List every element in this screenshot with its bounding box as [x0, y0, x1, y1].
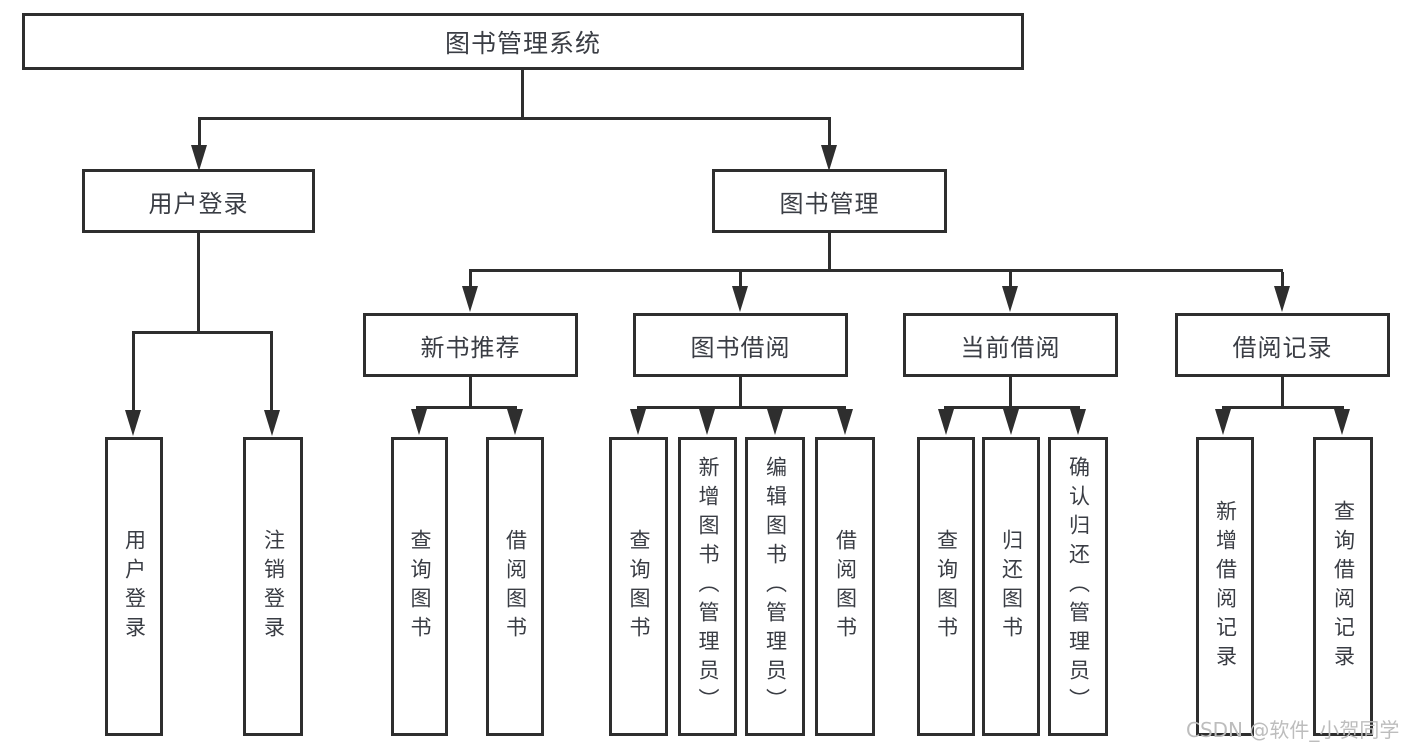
connector-line: [1281, 272, 1284, 286]
node-label: 新书推荐: [420, 333, 521, 362]
connector-line: [132, 334, 135, 411]
node-label: 查询图书: [627, 528, 651, 645]
connector-arrow-down: [1002, 286, 1018, 312]
connector-line: [198, 120, 201, 148]
leaf-cb-return-books: 归还图书: [982, 437, 1040, 736]
connector-arrow-down: [699, 409, 715, 435]
connector-line: [1009, 377, 1012, 408]
connector-arrow-down: [125, 410, 141, 436]
connector-line: [828, 233, 831, 271]
connector-arrow-down: [837, 409, 853, 435]
node-borrow-records: 借阅记录: [1175, 313, 1390, 377]
node-label: 注销登录: [261, 528, 286, 645]
leaf-logout: 注销登录: [243, 437, 303, 736]
leaf-br-add-record: 新增借阅记录: [1196, 437, 1254, 736]
connector-arrow-down: [1215, 409, 1231, 435]
connector-line: [1281, 377, 1284, 408]
leaf-nbr-borrow-books: 借阅图书: [486, 437, 544, 736]
node-new-book-recommend: 新书推荐: [363, 313, 578, 377]
connector-line: [739, 377, 742, 408]
node-label: 当前借阅: [960, 333, 1061, 362]
node-user-login: 用户登录: [82, 169, 315, 233]
connector-line: [521, 70, 524, 118]
node-root-system: 图书管理系统: [22, 13, 1024, 70]
leaf-cb-query-books: 查询图书: [917, 437, 975, 736]
connector-line: [739, 272, 742, 286]
connector-arrow-down: [938, 409, 954, 435]
connector-arrow-down: [1334, 409, 1350, 435]
connector-line: [469, 272, 472, 286]
connector-line: [416, 406, 517, 409]
connector-arrow-down: [507, 409, 523, 435]
connector-arrow-down: [462, 286, 478, 312]
leaf-user-login: 用户登录: [105, 437, 163, 736]
node-book-borrow: 图书借阅: [633, 313, 848, 377]
node-label: 查询图书: [408, 528, 432, 645]
node-label: 图书借阅: [690, 333, 791, 362]
node-book-management: 图书管理: [712, 169, 947, 233]
leaf-bb-borrow-books: 借阅图书: [815, 437, 875, 736]
leaf-bb-edit-books-admin: 编辑图书（管理员）: [745, 437, 805, 736]
connector-arrow-down: [630, 409, 646, 435]
leaf-bb-query-books: 查询图书: [609, 437, 668, 736]
connector-arrow-down: [411, 409, 427, 435]
connector-line: [132, 331, 273, 334]
connector-arrow-down: [767, 409, 783, 435]
connector-line: [469, 377, 472, 408]
connector-line: [828, 120, 831, 148]
leaf-cb-confirm-return-admin: 确认归还（管理员）: [1048, 437, 1108, 736]
connector-line: [198, 117, 831, 120]
connector-arrow-down: [264, 410, 280, 436]
connector-arrow-down: [1070, 409, 1086, 435]
connector-line: [1222, 406, 1344, 409]
node-current-borrow: 当前借阅: [903, 313, 1118, 377]
connector-arrow-down: [821, 145, 837, 171]
node-label: 用户登录: [148, 189, 249, 218]
node-label: 确认归还（管理员）: [1066, 456, 1091, 717]
connector-line: [1009, 272, 1012, 286]
leaf-bb-add-books-admin: 新增图书（管理员）: [678, 437, 737, 736]
node-label: 图书管理: [779, 189, 880, 218]
connector-arrow-down: [1274, 286, 1290, 312]
node-label: 查询图书: [934, 528, 959, 645]
leaf-br-query-record: 查询借阅记录: [1313, 437, 1373, 736]
node-label: 借阅图书: [833, 528, 858, 645]
connector-line: [469, 269, 1283, 272]
watermark: CSDN @软件_小贺同学: [1186, 718, 1400, 742]
connector-line: [944, 406, 1080, 409]
node-label: 编辑图书（管理员）: [763, 456, 788, 717]
node-label: 新增借阅记录: [1213, 499, 1238, 674]
leaf-nbr-query-books: 查询图书: [391, 437, 448, 736]
node-label: 归还图书: [999, 528, 1024, 645]
node-label: 查询借阅记录: [1331, 499, 1356, 674]
node-label: 图书管理系统: [444, 28, 601, 58]
connector-arrow-down: [732, 286, 748, 312]
connector-line: [637, 406, 846, 409]
connector-line: [270, 334, 273, 411]
node-label: 借阅图书: [503, 528, 528, 645]
connector-arrow-down: [1003, 409, 1019, 435]
node-label: 用户登录: [122, 528, 147, 645]
connector-line: [197, 232, 200, 333]
connector-arrow-down: [191, 145, 207, 171]
node-label: 借阅记录: [1232, 333, 1333, 362]
node-label: 新增图书（管理员）: [696, 456, 720, 717]
